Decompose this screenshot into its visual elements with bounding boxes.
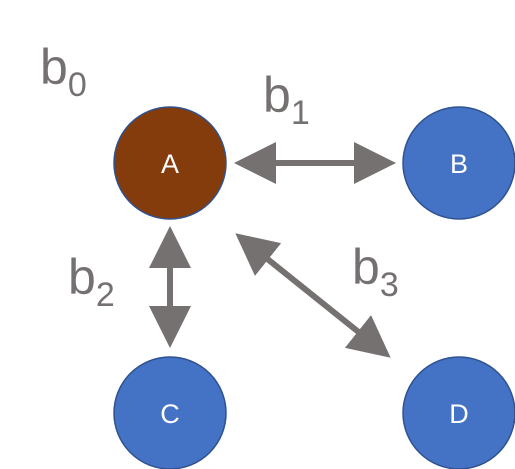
label-b0: b0 <box>40 39 87 104</box>
node-b-label: B <box>450 149 468 179</box>
label-b1: b1 <box>263 67 310 132</box>
node-d-circle <box>402 356 515 469</box>
node-d-label: D <box>449 399 469 429</box>
label-b2: b2 <box>68 249 115 314</box>
node-a-label: A <box>161 149 179 179</box>
label-b2-base: b <box>68 249 96 305</box>
label-b3: b3 <box>352 239 399 304</box>
label-b1-base: b <box>263 67 291 123</box>
label-b0-base: b <box>40 39 68 95</box>
node-b: B <box>402 106 515 220</box>
label-b3-sub: 3 <box>380 266 399 304</box>
node-a-circle <box>113 106 227 220</box>
node-c-circle <box>113 356 227 469</box>
node-a: A <box>113 106 227 220</box>
node-b-circle <box>402 106 515 220</box>
arrow-a-d <box>235 233 391 358</box>
node-d: D <box>402 356 515 469</box>
label-b0-sub: 0 <box>68 66 87 104</box>
label-b1-sub: 1 <box>291 94 310 132</box>
node-c: C <box>113 356 227 469</box>
node-c-label: C <box>160 399 180 429</box>
label-b2-sub: 2 <box>96 276 115 314</box>
label-b3-base: b <box>352 239 380 295</box>
